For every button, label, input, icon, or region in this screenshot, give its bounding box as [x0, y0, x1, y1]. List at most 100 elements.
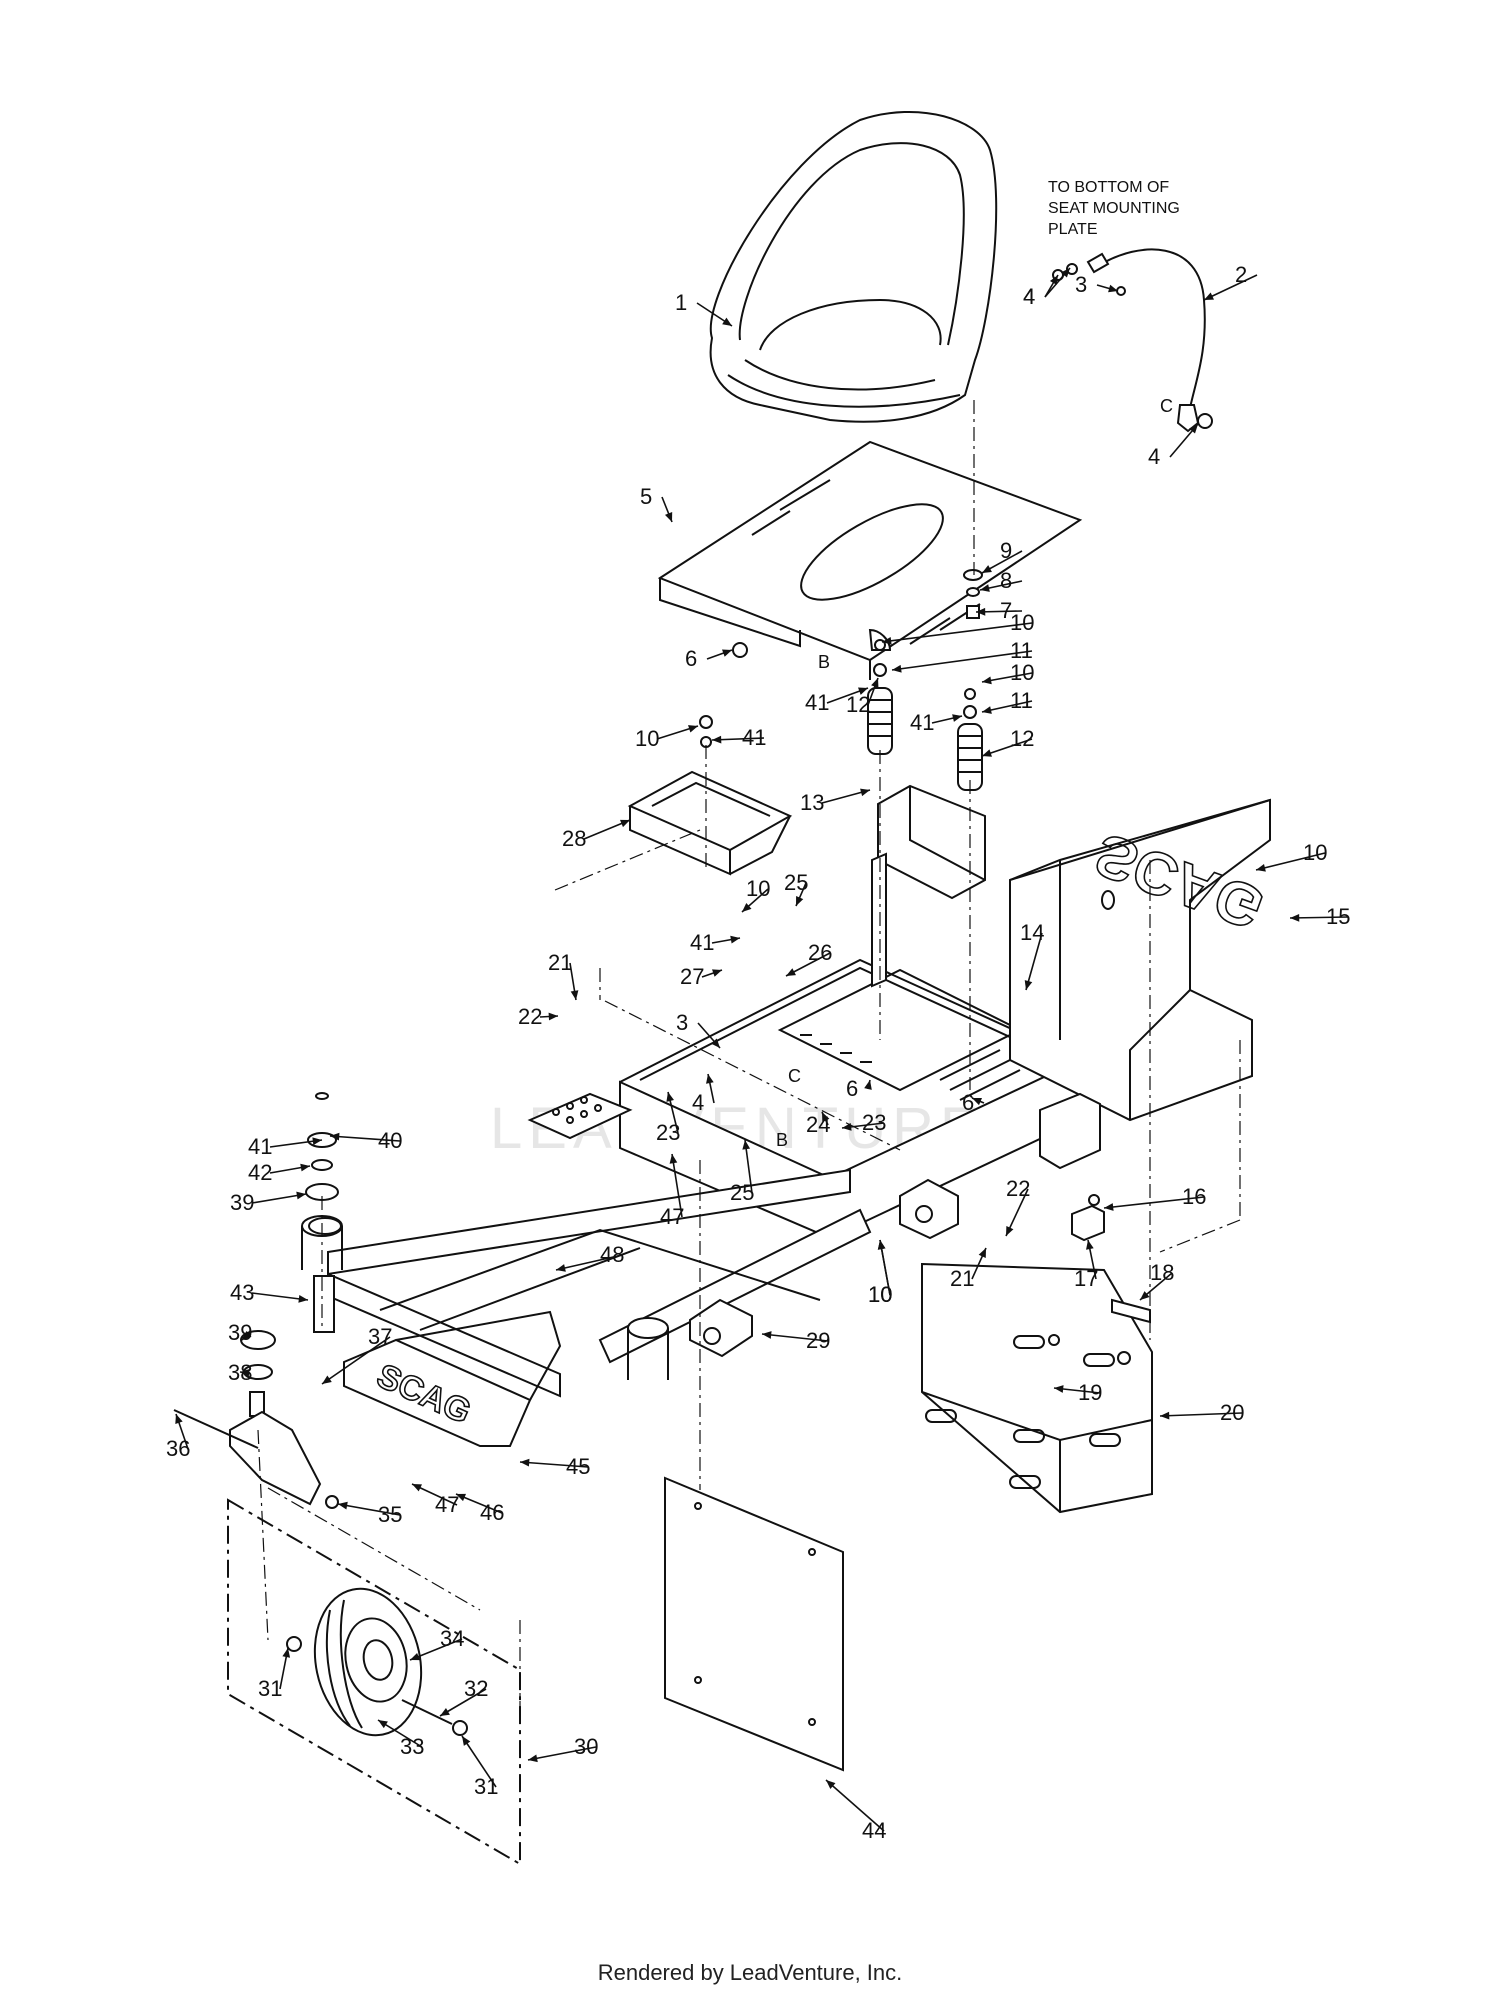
callout-arrowhead: [742, 902, 752, 912]
callout-arrowhead: [378, 1720, 388, 1729]
callout-label: 4: [692, 1090, 704, 1115]
callout-leader: [1255, 852, 1326, 871]
callout-label: 48: [600, 1242, 624, 1267]
callout-label: 4: [1023, 284, 1035, 309]
callout-leader: [1103, 1196, 1205, 1209]
callout-leader: [409, 1638, 463, 1661]
ref-letter-c-frame: C: [788, 1066, 801, 1086]
callout-label: 41: [805, 690, 829, 715]
callout-label: 22: [1006, 1176, 1030, 1201]
callout-label: 24: [806, 1112, 830, 1137]
ref-letter-b-top: B: [818, 652, 830, 672]
callout-leader: [1025, 932, 1043, 991]
callout-leader: [1289, 916, 1349, 919]
callout-arrowhead: [722, 649, 732, 657]
front-shield: SCAG: [343, 1310, 562, 1447]
callout-arrowhead: [570, 990, 579, 1000]
callout-label: 21: [548, 950, 572, 975]
callout-leader: [519, 1461, 589, 1468]
callout-label: 46: [480, 1500, 504, 1525]
callout-arrowhead: [666, 1092, 674, 1102]
callout-arrowhead: [338, 1501, 348, 1510]
callout-label: 40: [378, 1128, 402, 1153]
callout-leader: [321, 1336, 391, 1385]
callout-arrowhead: [980, 584, 990, 592]
callout-leader: [1203, 274, 1258, 301]
callout-arrowhead: [982, 749, 992, 757]
callout-label: 4: [1023, 284, 1035, 309]
callout-arrowhead: [412, 1484, 422, 1492]
callout-arrowhead: [762, 1331, 772, 1339]
callout-label: 41: [910, 710, 934, 735]
callout-arrowhead: [556, 1264, 566, 1272]
assembly-guide-lines: [257, 400, 1241, 1720]
callout-arrowhead: [688, 725, 698, 733]
callout-label: 39: [230, 1190, 254, 1215]
callout-arrowhead: [842, 1123, 852, 1131]
callout-label: 23: [862, 1110, 886, 1135]
callout-arrowhead: [1256, 864, 1266, 872]
callout-label: 10: [1010, 610, 1034, 635]
callout-label: 12: [1010, 726, 1034, 751]
callout-arrowhead: [882, 636, 892, 645]
callout-label: 11: [1010, 688, 1033, 713]
callout-arrowhead: [1024, 980, 1033, 990]
note-line-2: SEAT MOUNTING: [1048, 200, 1180, 217]
callout-label: 14: [1020, 920, 1044, 945]
callout-leader: [461, 1735, 497, 1788]
callout-label: 6: [846, 1076, 858, 1101]
rear-fender: SCAG: [1009, 798, 1273, 1122]
callout-label: 25: [784, 870, 808, 895]
callout-label: 10: [868, 1282, 892, 1307]
callout-label: 28: [562, 826, 586, 851]
callout-label: 44: [862, 1818, 886, 1843]
callout-arrowhead: [786, 968, 796, 976]
access-panel: [664, 1476, 844, 1772]
ref-letter-c-cable: C: [1160, 396, 1173, 416]
callout-label: 42: [248, 1160, 272, 1185]
callout-label: 36: [166, 1436, 190, 1461]
callout-arrowhead: [548, 1012, 558, 1021]
callout-label: 12: [846, 692, 870, 717]
callout-arrowhead: [982, 706, 992, 714]
callout-label: 8: [1000, 568, 1012, 593]
callout-label: 43: [230, 1280, 254, 1305]
callout-label: 30: [574, 1734, 598, 1759]
callout-arrowhead: [864, 1080, 872, 1090]
callout-arrowhead: [952, 714, 962, 722]
callout-label: 11: [1010, 638, 1033, 663]
wheel-assembly: [227, 1498, 521, 1866]
spring-bracket: [877, 784, 986, 900]
callout-label: 35: [378, 1502, 402, 1527]
callout-arrowhead: [706, 1074, 714, 1084]
callout-arrowhead: [300, 1163, 310, 1172]
callout-label: 21: [950, 1266, 974, 1291]
callout-arrowhead: [742, 1140, 751, 1150]
callout-arrowhead: [1006, 1226, 1014, 1236]
callout-label: 31: [474, 1774, 498, 1799]
callout-label: 32: [464, 1676, 488, 1701]
callout-label: 2: [1235, 262, 1247, 287]
callout-arrowhead: [1160, 1411, 1170, 1420]
callout-arrowhead: [410, 1652, 420, 1661]
callout-leader: [891, 650, 1033, 671]
callout-arrowhead: [242, 1331, 252, 1340]
callout-arrowhead: [826, 1780, 836, 1790]
seat: [709, 111, 998, 423]
note-line-3: PLATE: [1048, 221, 1098, 238]
callout-label: 5: [640, 484, 652, 509]
callout-arrowhead: [892, 664, 902, 673]
callout-label: 41: [248, 1134, 272, 1159]
callout-label: 3: [1075, 272, 1087, 297]
callout-arrowhead: [282, 1648, 291, 1658]
callout-arrowhead: [976, 607, 986, 616]
callout-arrowhead: [982, 676, 992, 685]
callout-label: 22: [518, 1004, 542, 1029]
callout-label: 13: [800, 790, 824, 815]
callout-label: 41: [690, 930, 714, 955]
callout-label: 25: [730, 1180, 754, 1205]
callout-arrowhead: [1104, 1203, 1114, 1211]
callout-arrowhead: [1140, 1291, 1150, 1300]
callout-label: 3: [676, 1010, 688, 1035]
callout-arrowhead: [1290, 913, 1300, 922]
